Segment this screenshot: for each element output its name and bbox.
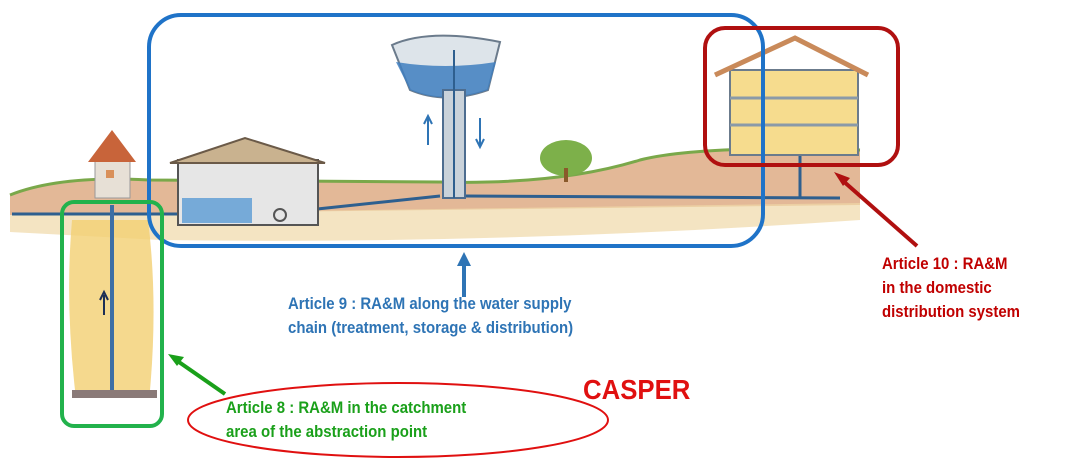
article8-ellipse [187, 382, 609, 458]
well [69, 205, 157, 398]
article8-label: Article 8 : RA&M in the catchment area o… [226, 396, 466, 444]
house [713, 35, 870, 156]
article8-arrow [168, 354, 227, 396]
article10-line3: distribution system [882, 302, 1020, 321]
article10-line2: in the domestic [882, 278, 992, 297]
article9-line1: Article 9 : RA&M along the water supply [288, 294, 572, 313]
arrow-up-icon [99, 289, 109, 315]
article8-line1: Article 8 : RA&M in the catchment [226, 398, 467, 417]
water-tower [390, 34, 502, 199]
arrow-down-icon [475, 118, 485, 150]
article10-frame [703, 26, 900, 167]
casper-brand: CASPER [583, 374, 691, 405]
article8-frame [60, 200, 164, 428]
article10-arrow [834, 172, 919, 248]
article9-label: Article 9 : RA&M along the water supply … [288, 292, 573, 340]
article10-label: Article 10 : RA&M in the domestic distri… [882, 252, 1020, 324]
article9-line2: chain (treatment, storage & distribution… [288, 318, 574, 337]
tree [540, 140, 592, 182]
arrow-up-icon [423, 113, 433, 145]
article9-frame [147, 13, 765, 248]
article10-line1: Article 10 : RA&M [882, 254, 1008, 273]
article8-line2: area of the abstraction point [226, 422, 428, 441]
treatment-building [169, 136, 326, 226]
article9-arrow [457, 252, 471, 297]
pump-house [88, 130, 136, 199]
